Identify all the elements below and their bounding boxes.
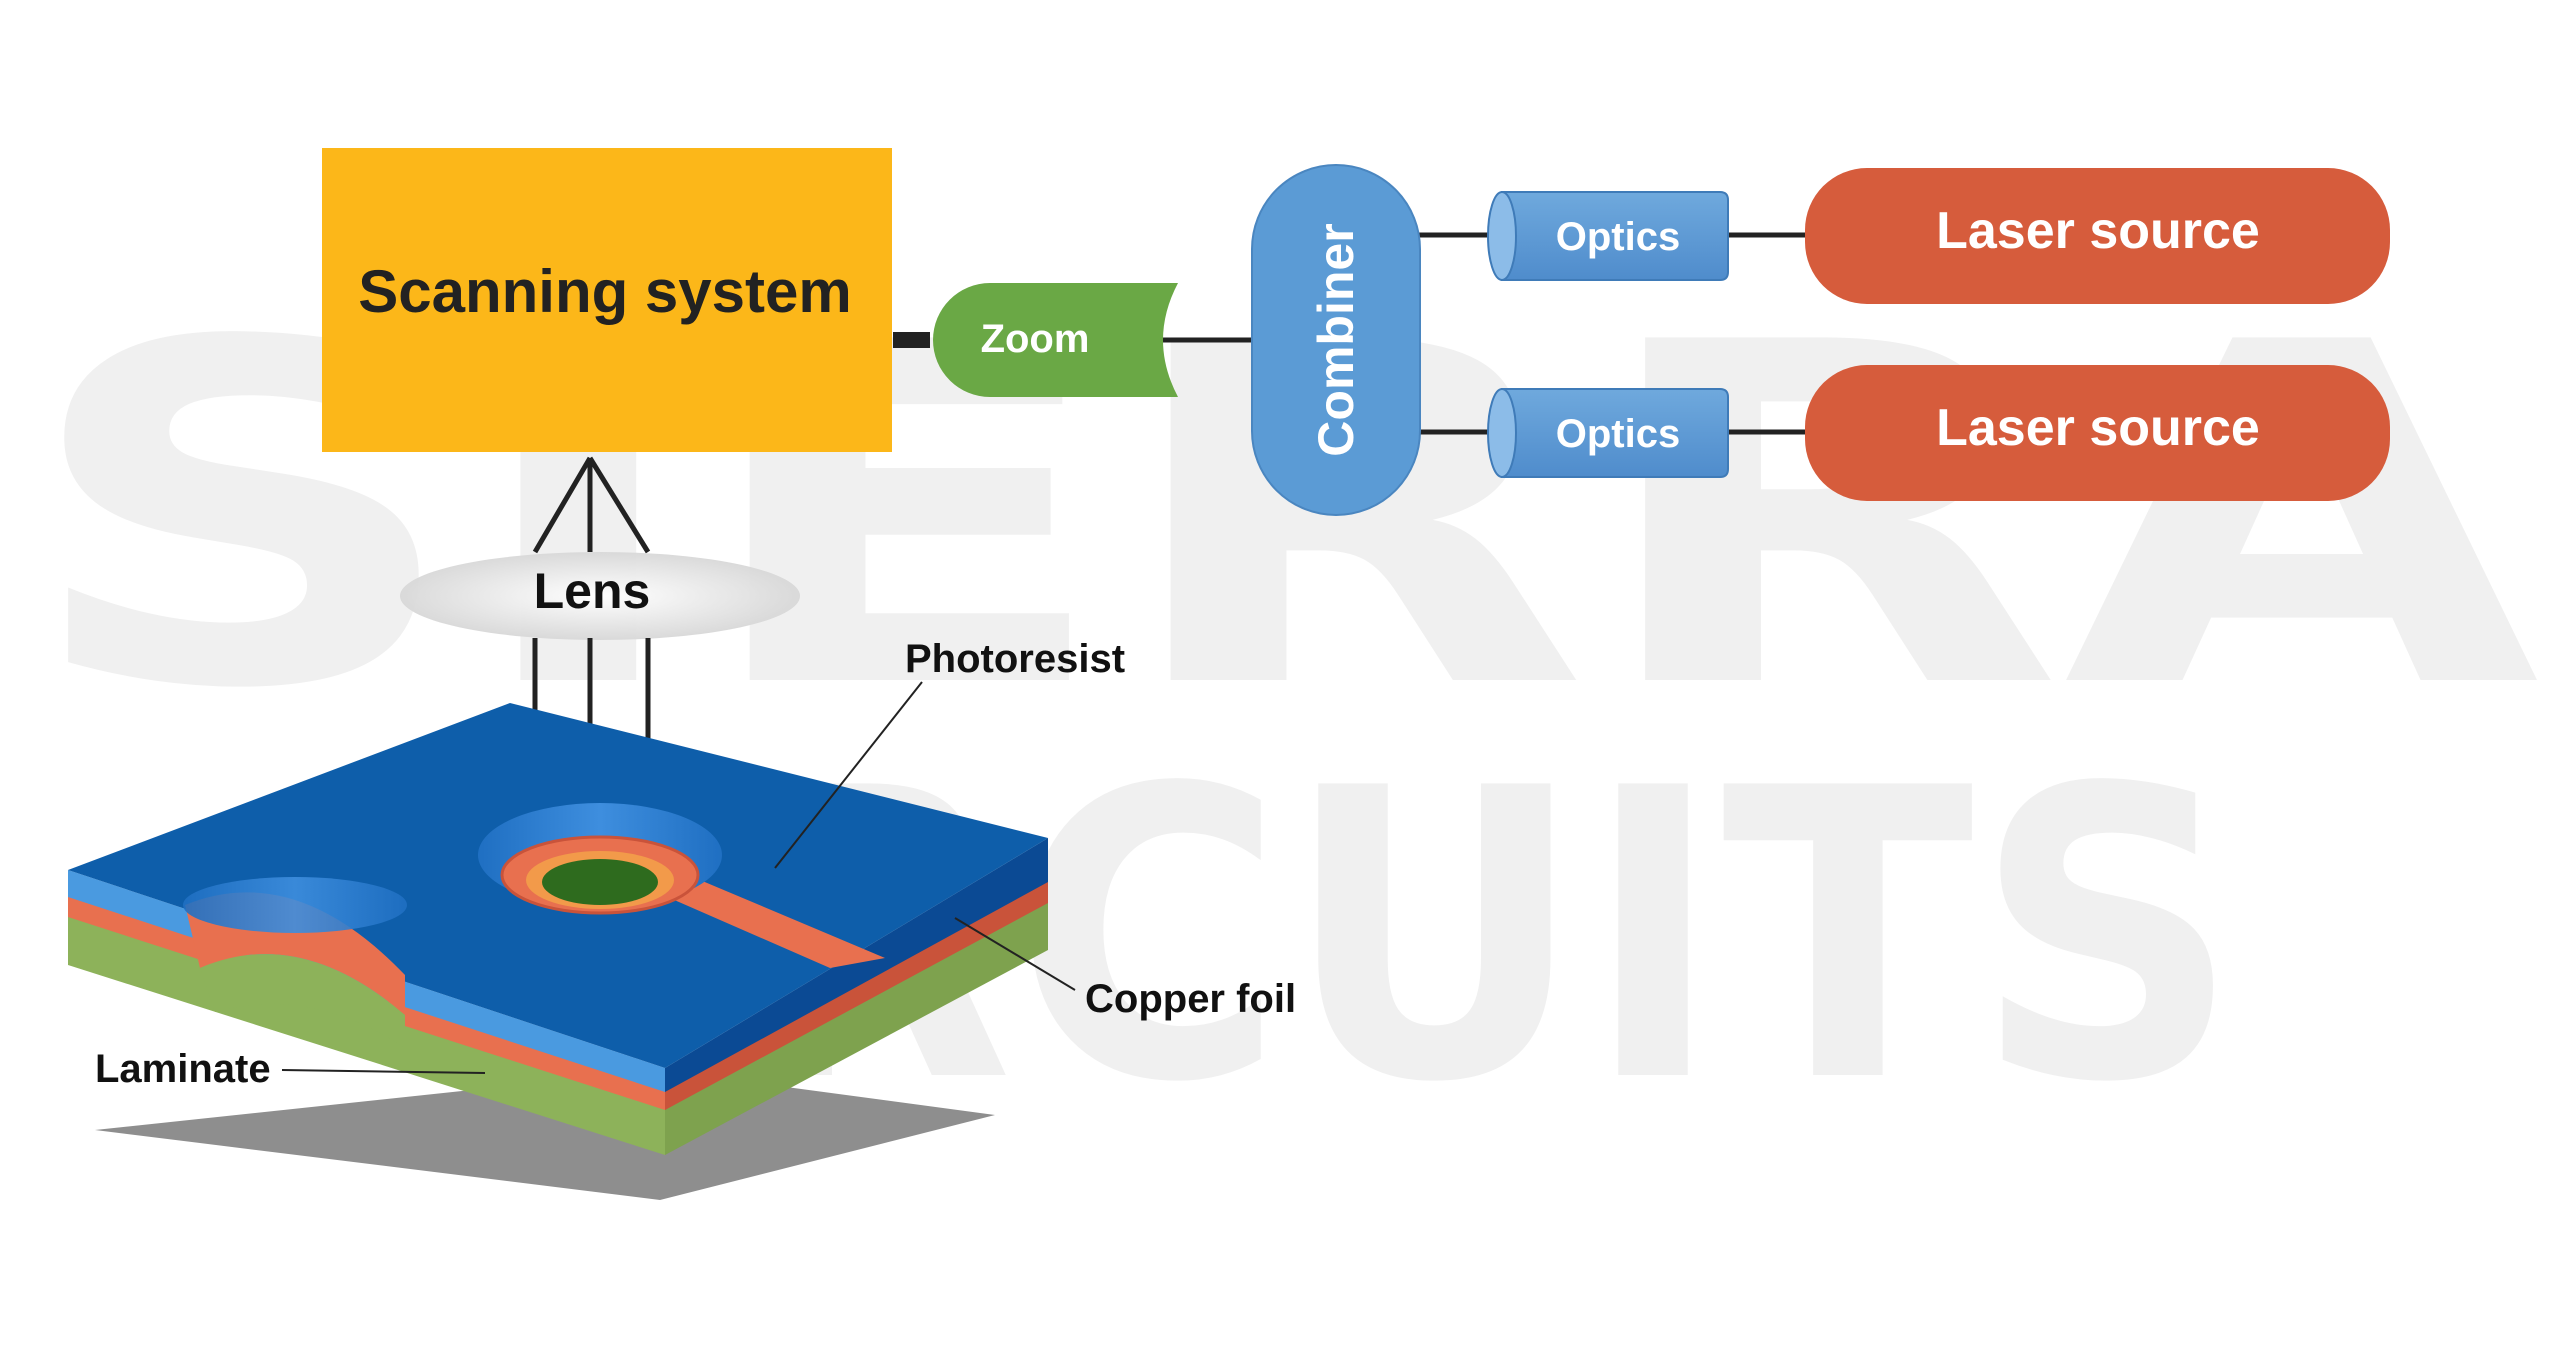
front-notch-laminate	[200, 954, 405, 1048]
via-core	[542, 859, 658, 905]
optics-label-2: Optics	[1556, 412, 1680, 456]
laser-source-block-2: Laser source	[1805, 365, 2390, 501]
lens-label: Lens	[534, 563, 651, 619]
pcb-board	[68, 703, 1048, 1200]
laser-source-label-1: Laser source	[1936, 202, 2260, 260]
zoom-block: Zoom	[933, 283, 1178, 397]
leader-lines	[281, 681, 1076, 1074]
photoresist-side-right	[665, 838, 1048, 1092]
board-shadow	[95, 1070, 995, 1200]
scanning-system-label: Scanning system	[358, 258, 852, 325]
laminate-side-right	[665, 900, 1048, 1155]
laminate-label: Laminate	[95, 1047, 271, 1091]
laser-source-block-1: Laser source	[1805, 168, 2390, 304]
lens: Lens	[400, 552, 800, 640]
scanning-system-block: Scanning system	[322, 148, 892, 452]
combiner-block: Combiner	[1251, 164, 1421, 516]
optics-block-1: Optics	[1487, 191, 1729, 281]
copper-side-right	[665, 880, 1048, 1110]
optics-block-2: Optics	[1487, 388, 1729, 478]
copper-trace	[640, 880, 885, 968]
beam-upper	[532, 456, 651, 554]
combiner-label: Combiner	[1308, 223, 1364, 456]
photoresist-label: Photoresist	[905, 637, 1125, 681]
zoom-label: Zoom	[981, 317, 1090, 361]
front-notch-wall	[183, 877, 407, 933]
laser-source-label-2: Laser source	[1936, 399, 2260, 457]
copper-foil-label: Copper foil	[1085, 977, 1296, 1021]
connector-lines	[893, 232, 1805, 435]
optics-label-1: Optics	[1556, 215, 1680, 259]
